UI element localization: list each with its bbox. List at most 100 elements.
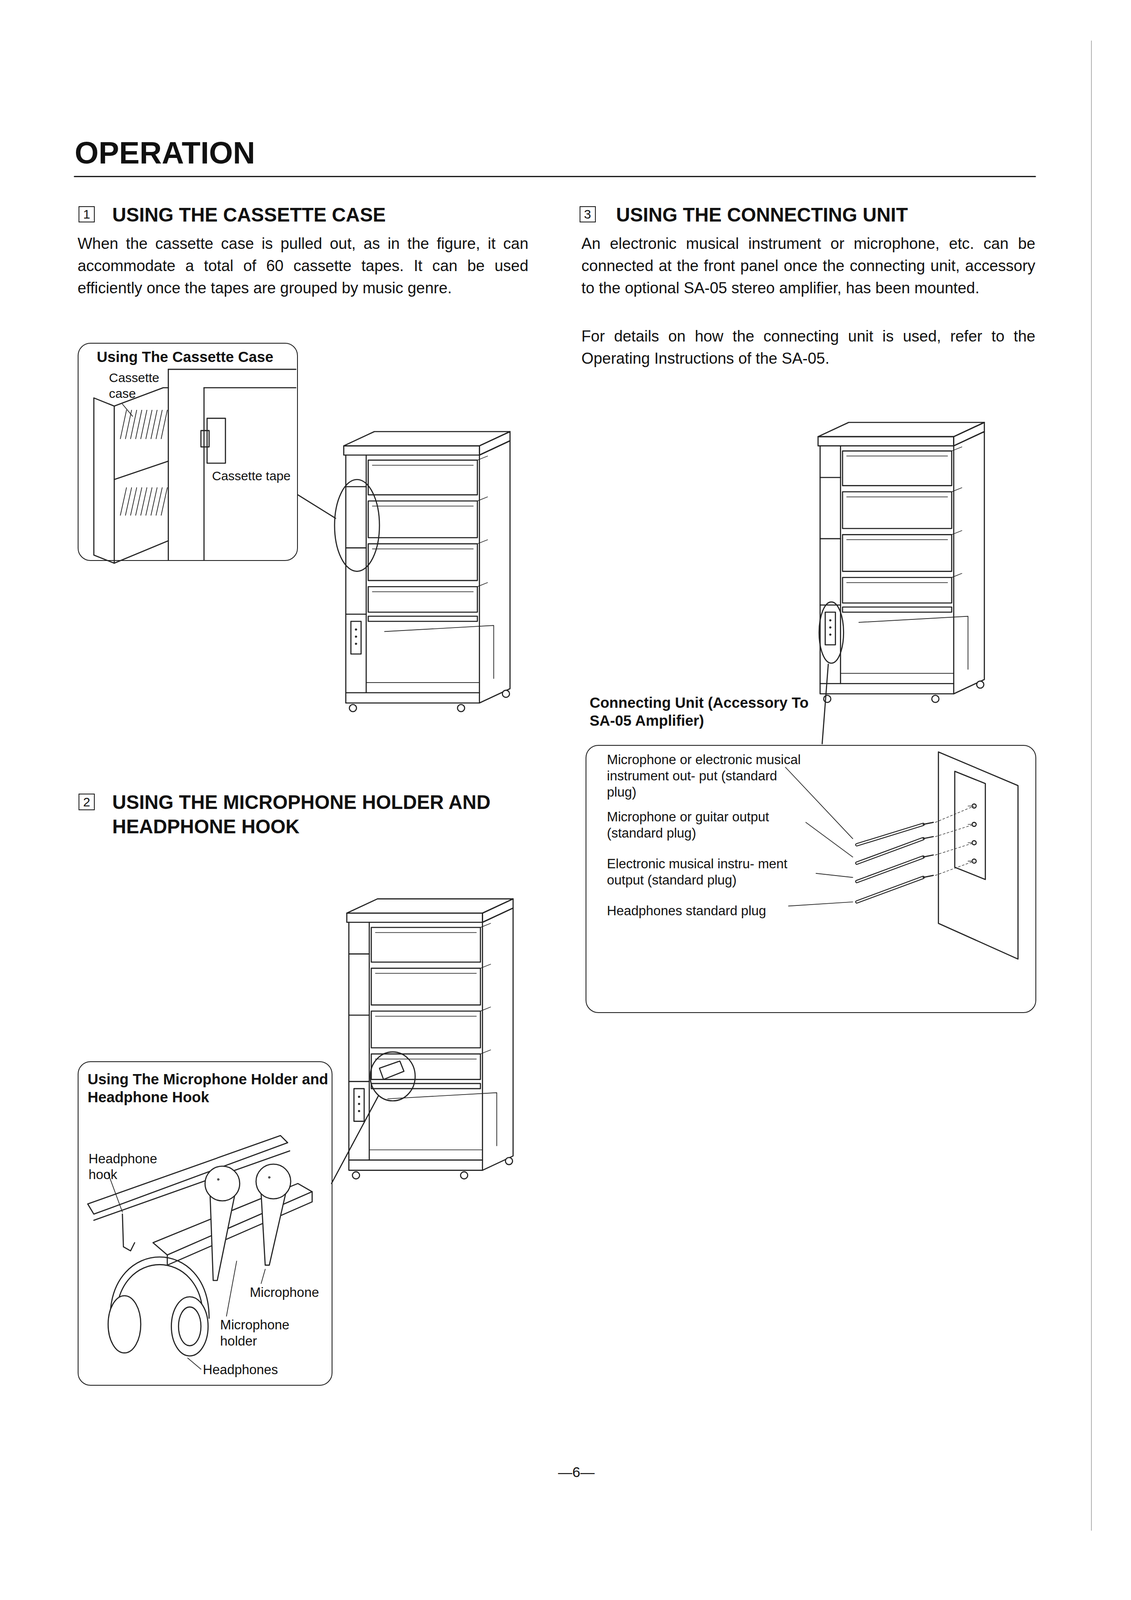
microphone-handle bbox=[261, 1193, 286, 1265]
amplifier-detail bbox=[375, 1015, 477, 1017]
cabinet-base-line bbox=[820, 682, 954, 685]
leader-line bbox=[187, 1357, 202, 1369]
section-number: 3 bbox=[580, 207, 595, 221]
cabinet-column-divider bbox=[348, 1080, 370, 1082]
ear-cup bbox=[107, 1295, 141, 1353]
cassette-slot bbox=[161, 410, 168, 439]
cabinet-column-edge bbox=[368, 922, 371, 1161]
cassette-case-bottom bbox=[114, 540, 169, 564]
inset-title: Using The Microphone Holder and Headphon… bbox=[87, 1069, 331, 1107]
cabinet-top-edge bbox=[343, 445, 480, 455]
part-label: Headphone hook bbox=[88, 1150, 171, 1184]
section-number-box: 2 bbox=[78, 793, 95, 810]
leader-line bbox=[122, 403, 133, 417]
jack-dot bbox=[358, 1110, 360, 1112]
jack-mark bbox=[967, 860, 971, 861]
part-label: Microphone bbox=[249, 1284, 332, 1301]
section-heading: USING THE CONNECTING UNIT bbox=[616, 203, 1035, 228]
jack-dot bbox=[358, 1095, 360, 1098]
shelf-board bbox=[371, 1083, 481, 1089]
leader-line bbox=[816, 873, 853, 878]
amplifier-unit bbox=[842, 534, 952, 572]
jack bbox=[972, 822, 977, 827]
part-label: Microphone holder bbox=[220, 1316, 300, 1350]
amplifier-detail bbox=[846, 455, 948, 457]
jack-mark bbox=[967, 842, 971, 843]
amplifier-detail bbox=[372, 548, 474, 549]
shelf-board bbox=[842, 606, 952, 613]
jack bbox=[972, 840, 977, 845]
body-paragraph: An electronic musical instrument or micr… bbox=[581, 232, 1036, 300]
amplifier-detail bbox=[375, 972, 477, 974]
cassette-tape bbox=[206, 418, 226, 464]
cassette-slot bbox=[135, 487, 142, 516]
shelf-floor bbox=[366, 682, 480, 683]
plug-label: Electronic musical instru- ment output (… bbox=[606, 855, 801, 889]
cabinet-column-divider bbox=[820, 538, 841, 540]
leader-line bbox=[226, 1260, 237, 1316]
section-heading: USING THE MICROPHONE HOLDER AND HEADPHON… bbox=[112, 790, 546, 840]
cassette-slot bbox=[151, 487, 158, 516]
amplifier-unit bbox=[842, 577, 952, 604]
section-number: 2 bbox=[79, 795, 94, 809]
shelf-floor bbox=[840, 673, 954, 674]
cabinet-frame bbox=[203, 387, 205, 560]
body-paragraph: When the cassette case is pulled out, as… bbox=[77, 232, 529, 300]
amplifier-detail bbox=[846, 539, 948, 540]
cassette-slot bbox=[145, 487, 152, 516]
holder-plank-edge bbox=[167, 1191, 312, 1266]
mic-holder-small bbox=[379, 1061, 404, 1080]
leader-line bbox=[785, 766, 853, 839]
cassette-slot bbox=[125, 487, 132, 516]
cassette-slot bbox=[135, 410, 142, 439]
cabinet-top-edge bbox=[818, 436, 954, 446]
cassette-slot bbox=[120, 410, 127, 439]
plug-tip bbox=[923, 836, 934, 839]
part-label: Cassette case bbox=[108, 370, 172, 402]
inset-title: Using The Cassette Case bbox=[96, 347, 281, 366]
cabinet-side-panel bbox=[953, 431, 985, 694]
cabinet-column-divider bbox=[820, 476, 841, 479]
figure-inset: Connecting Unit (Accessory To SA-05 Ampl… bbox=[585, 689, 1037, 1014]
cassette-slot bbox=[120, 487, 127, 516]
plug-tip bbox=[923, 822, 934, 825]
part-label: Cassette tape bbox=[212, 468, 294, 484]
amplifier-detail bbox=[372, 505, 474, 507]
amplifier-depth bbox=[477, 496, 488, 502]
microphone-head bbox=[204, 1165, 240, 1201]
amplifier-unit bbox=[368, 460, 478, 495]
jack-dot bbox=[829, 633, 831, 636]
leader-line bbox=[297, 494, 336, 519]
cassette-case-shelf bbox=[114, 460, 169, 480]
cabinet-side-panel bbox=[479, 440, 511, 703]
cabinet-front-outline bbox=[345, 454, 480, 703]
caster-wheel bbox=[460, 1171, 468, 1179]
amplifier-unit bbox=[371, 927, 481, 962]
cabinet-base-line bbox=[348, 1159, 483, 1161]
section-number-box: 3 bbox=[579, 206, 596, 223]
amplifier-depth bbox=[477, 539, 488, 544]
amplifier-detail bbox=[372, 591, 474, 592]
caster-wheel bbox=[823, 695, 831, 703]
cabinet-front-outline bbox=[348, 922, 483, 1171]
cassette-slot bbox=[145, 410, 152, 439]
leader-line bbox=[805, 822, 853, 857]
cassette-slot bbox=[140, 410, 147, 439]
cabinet-frame bbox=[167, 369, 170, 560]
page-title: OPERATION bbox=[74, 133, 256, 173]
plug-label: Microphone or guitar output (standard pl… bbox=[606, 808, 801, 842]
caster-wheel bbox=[457, 704, 465, 712]
amplifier-depth bbox=[477, 455, 488, 461]
jack-mark bbox=[967, 823, 971, 825]
section-heading: USING THE CASSETTE CASE bbox=[112, 203, 541, 228]
shelf-floor bbox=[369, 1149, 483, 1151]
plug-label: Headphones standard plug bbox=[606, 902, 811, 919]
jack-dot bbox=[829, 626, 831, 629]
amplifier-depth bbox=[951, 573, 962, 578]
cassette-slot bbox=[161, 487, 168, 516]
cassette-slot bbox=[156, 410, 163, 439]
cabinet-frame bbox=[168, 368, 296, 371]
illustration-group bbox=[74, 40, 1092, 1531]
cassette-slot bbox=[156, 487, 163, 516]
